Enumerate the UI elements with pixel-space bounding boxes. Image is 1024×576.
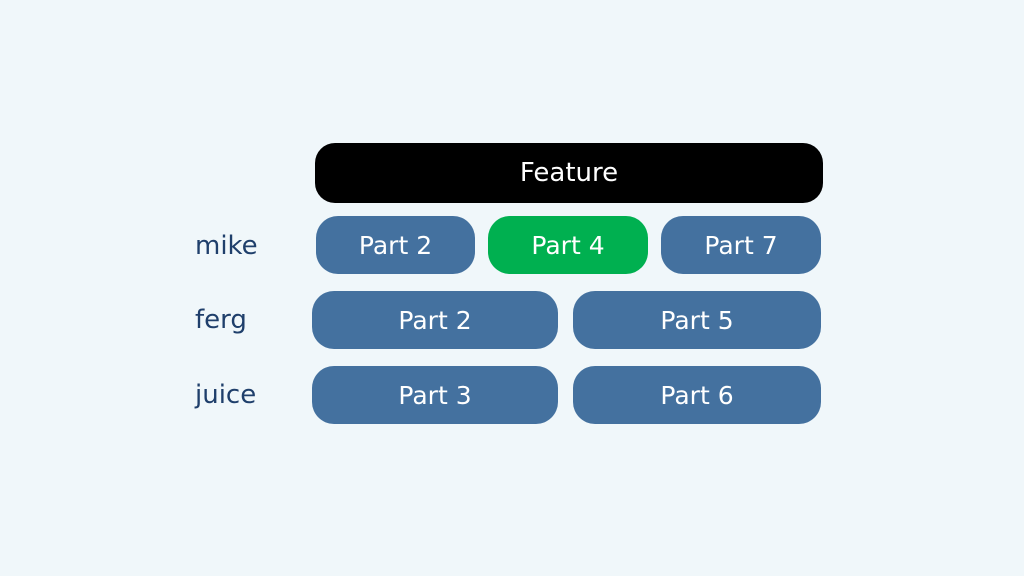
row-label-ferg: ferg bbox=[195, 305, 247, 335]
row-label-mike: mike bbox=[195, 231, 258, 261]
row-label-juice: juice bbox=[195, 380, 257, 410]
part-block-mike-1: Part 2 bbox=[316, 216, 475, 274]
part-block-mike-3: Part 7 bbox=[661, 216, 821, 274]
part-block-juice-2: Part 6 bbox=[573, 366, 821, 424]
part-block-juice-1: Part 3 bbox=[312, 366, 558, 424]
part-block-ferg-2: Part 5 bbox=[573, 291, 821, 349]
feature-header: Feature bbox=[315, 143, 823, 203]
part-block-ferg-1: Part 2 bbox=[312, 291, 558, 349]
part-block-mike-2: Part 4 bbox=[488, 216, 648, 274]
